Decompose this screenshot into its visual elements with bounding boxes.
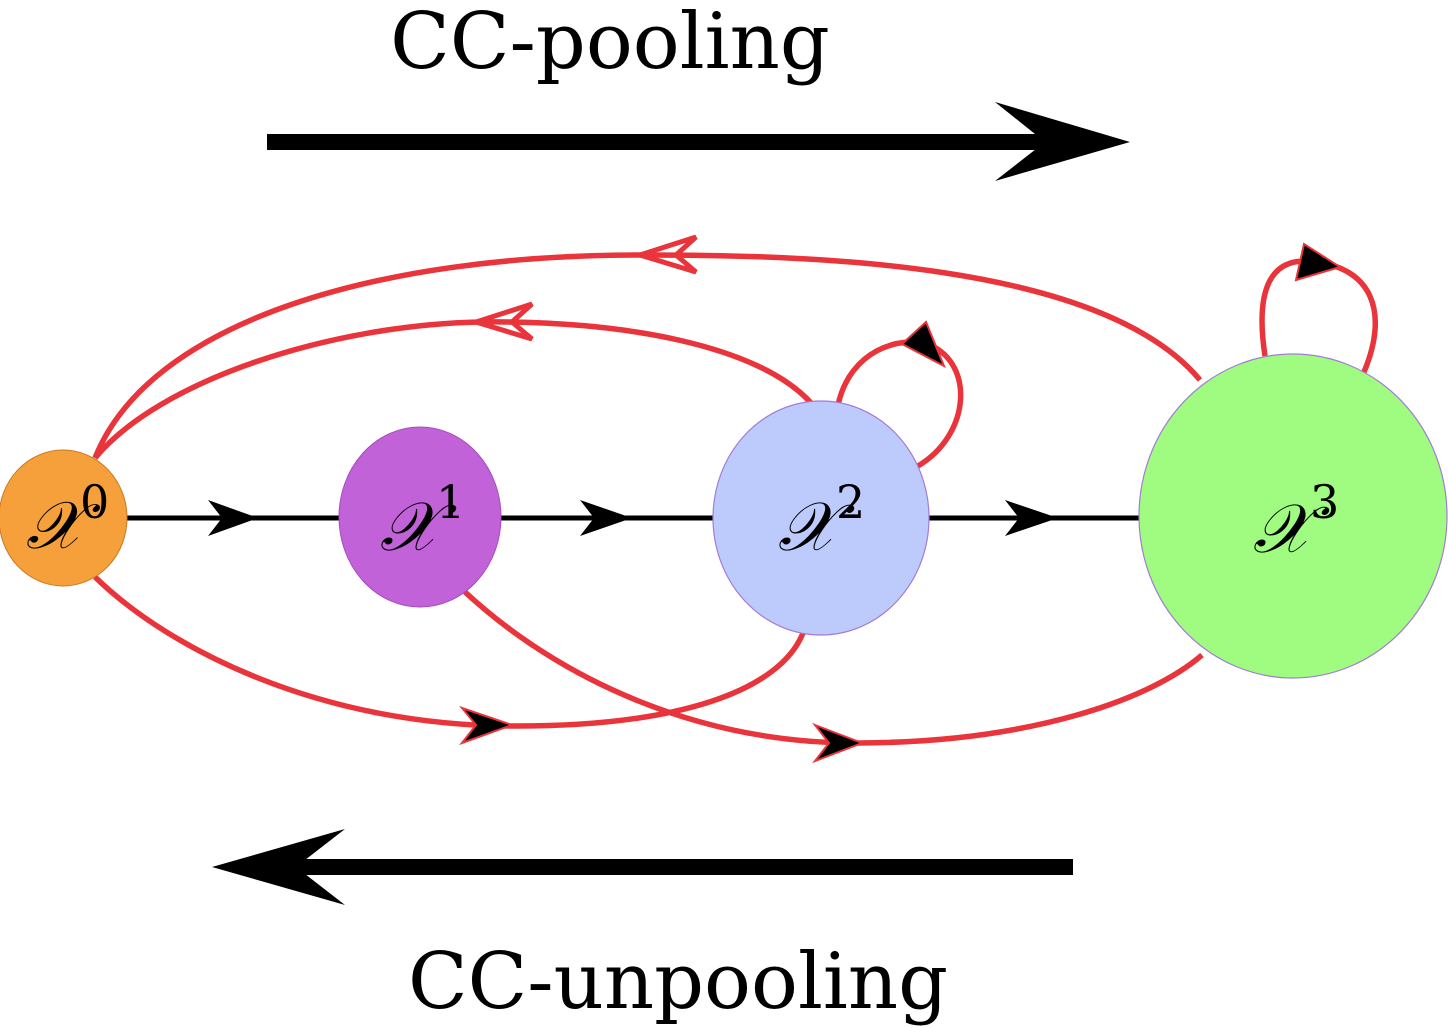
arrowhead-x0-to-x1: [208, 500, 258, 536]
arrowhead-x1-to-x3: [812, 722, 865, 764]
node-x3-superscript: 3: [1310, 475, 1339, 529]
node-x1-circle: [338, 426, 502, 608]
node-x1: 𝒳 1: [338, 426, 502, 608]
forward-edges: [125, 500, 1142, 536]
node-x2: 𝒳 2: [712, 400, 930, 636]
cc-pooling-label: CC-pooling: [390, 0, 830, 87]
node-x1-superscript: 1: [436, 475, 465, 529]
edge-x3-to-x0: [92, 252, 1203, 460]
arrowhead-x3-to-x0: [631, 234, 698, 275]
node-x0-circle: [0, 449, 128, 587]
pooling-direction-arrow: [267, 102, 1130, 181]
arrowhead-x2-to-x0: [467, 301, 534, 342]
node-x3: 𝒳 3: [1138, 353, 1448, 679]
arrowhead-x1-to-x2: [580, 500, 632, 536]
arrowhead-x2-to-x3: [1005, 500, 1058, 536]
node-x2-circle: [712, 400, 930, 636]
node-x2-superscript: 2: [836, 475, 865, 529]
unpooling-direction-arrow: [212, 829, 1073, 905]
cc-unpooling-label: CC-unpooling: [408, 937, 948, 1027]
node-x0: 𝒳 0: [0, 449, 128, 587]
arrowhead-self-loop-x2: [900, 320, 946, 369]
node-x3-circle: [1138, 353, 1448, 679]
arrowhead-x0-to-x2: [458, 705, 516, 746]
arrowhead-self-loop-x3: [1294, 242, 1343, 282]
node-x0-superscript: 0: [80, 475, 109, 529]
